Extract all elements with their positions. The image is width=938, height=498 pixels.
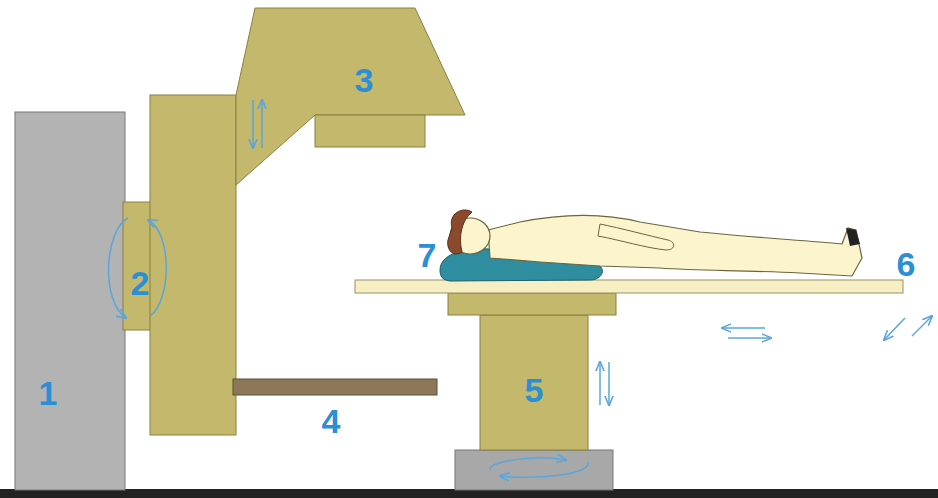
arrow — [599, 362, 601, 405]
callout-number: 7 — [418, 238, 437, 272]
collimator — [315, 115, 425, 147]
patient-hair — [448, 210, 472, 254]
patient-arm — [598, 224, 674, 250]
callout-number: 3 — [355, 63, 374, 97]
callout-number: 1 — [39, 376, 58, 410]
gantry-arm — [150, 95, 236, 435]
patient-foot — [846, 228, 860, 246]
patient — [448, 210, 862, 276]
arrow — [912, 316, 932, 336]
rotation-arrow — [490, 458, 566, 470]
rotation-arrow — [500, 462, 588, 477]
rotation-arrow — [148, 220, 166, 316]
treatment-head — [236, 8, 465, 185]
couch-base — [455, 450, 613, 490]
tabletop — [355, 280, 903, 293]
motion-arrows — [109, 100, 932, 477]
callout-number: 2 — [131, 266, 150, 300]
callout-number: 5 — [525, 373, 544, 407]
imaging-panel — [233, 379, 437, 395]
patient-body — [488, 215, 862, 276]
arrow — [252, 100, 254, 148]
gantry-bearing — [123, 202, 153, 330]
arrow — [722, 327, 765, 329]
arrow — [728, 337, 771, 339]
arrow — [884, 318, 905, 340]
callout-number: 4 — [322, 404, 341, 438]
couch-column — [480, 315, 588, 450]
arrow — [261, 100, 263, 148]
rotation-arrow — [109, 218, 128, 318]
arrow — [608, 362, 610, 405]
callout-number: 6 — [897, 247, 916, 281]
stand — [15, 112, 125, 490]
couch-support — [448, 293, 616, 315]
